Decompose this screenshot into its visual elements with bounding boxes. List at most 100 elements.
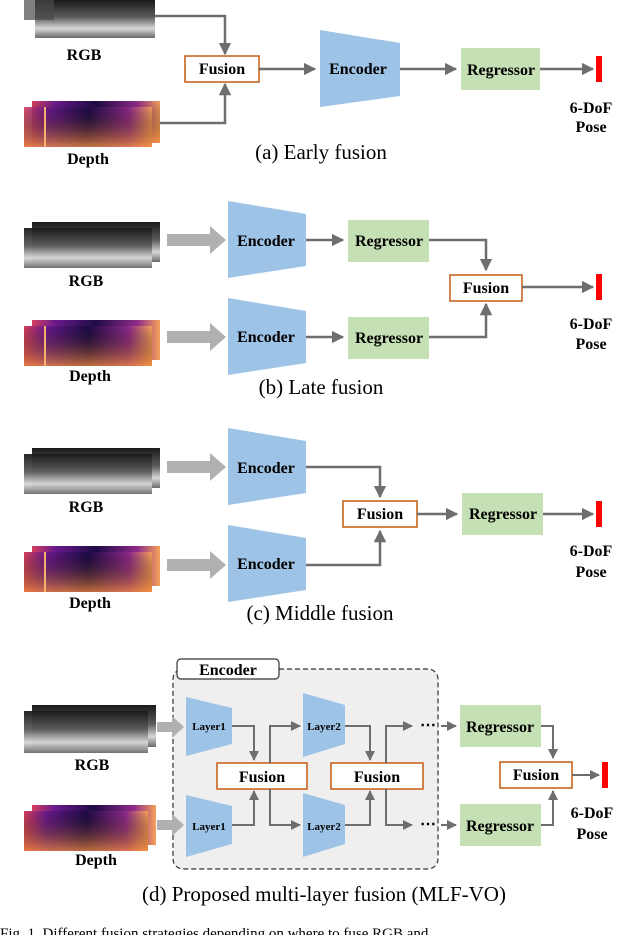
regressor-block xyxy=(461,48,540,90)
arrow xyxy=(385,789,413,830)
arrow xyxy=(232,725,259,761)
arrow xyxy=(269,721,301,763)
arrow xyxy=(429,302,493,339)
pose-label-line1: 6-DoF xyxy=(571,805,614,822)
pose-label-line2: Pose xyxy=(575,119,606,136)
depth-image-b xyxy=(24,320,160,366)
depth-label: Depth xyxy=(67,151,109,168)
panel-caption: (c) Middle fusion xyxy=(247,601,394,625)
continuation-dots: ⋯ xyxy=(420,717,436,734)
arrow xyxy=(160,82,232,125)
rgb-image-b xyxy=(24,222,160,268)
thick-arrow xyxy=(167,323,226,351)
regressor-label: Regressor xyxy=(466,719,534,736)
pose-label-line1: 6-DoF xyxy=(570,316,613,333)
regressor-block xyxy=(460,705,541,747)
thick-arrow xyxy=(167,551,226,579)
encoder-group-title: Encoder xyxy=(199,662,257,679)
encoder-block xyxy=(228,428,306,505)
pose-label-line2: Pose xyxy=(575,336,606,353)
arrow xyxy=(306,529,387,567)
arrow xyxy=(385,721,413,763)
fusion-block xyxy=(342,500,418,528)
panel-multi-layer-fusion: Encoder RGB Depth Layer1 Layer1 Fusion L… xyxy=(24,658,614,906)
encoder-block xyxy=(320,30,400,107)
panel-caption: (b) Late fusion xyxy=(259,375,384,399)
panel-middle-fusion: RGB Depth Encoder Encoder Fusion Regress… xyxy=(24,428,613,625)
arrow xyxy=(306,465,387,499)
pose-label-line2: Pose xyxy=(575,564,606,581)
encoder-block xyxy=(228,201,306,278)
regressor-label: Regressor xyxy=(469,506,537,523)
depth-image-c xyxy=(24,546,160,592)
regressor-label: Regressor xyxy=(355,330,423,347)
arrow xyxy=(541,725,558,759)
depth-label: Depth xyxy=(75,852,117,869)
regressor-label: Regressor xyxy=(355,233,423,250)
depth-label: Depth xyxy=(69,368,111,385)
thick-arrow xyxy=(157,716,184,738)
fusion-label: Fusion xyxy=(199,61,245,78)
layer1-label: Layer1 xyxy=(192,721,226,733)
layer1-label: Layer1 xyxy=(192,821,226,833)
pose-output-bar xyxy=(602,762,608,788)
rgb-image-c xyxy=(24,448,160,494)
layer2-label: Layer2 xyxy=(307,721,341,733)
encoder-label: Encoder xyxy=(237,556,295,573)
thick-arrow xyxy=(157,814,184,836)
continuation-dots: ⋯ xyxy=(420,816,436,833)
arrow xyxy=(232,790,259,826)
arrow xyxy=(429,238,493,272)
panel-caption: (a) Early fusion xyxy=(255,140,387,164)
thick-arrow xyxy=(167,453,226,481)
fusion-label: Fusion xyxy=(463,280,509,297)
regressor-label: Regressor xyxy=(467,62,535,79)
depth-image-a xyxy=(24,101,160,147)
arrow xyxy=(345,725,375,761)
regressor-block xyxy=(460,804,541,846)
panel-late-fusion: RGB Depth Encoder Encoder Regressor Regr… xyxy=(24,201,613,399)
fusion-label: Fusion xyxy=(513,767,559,784)
encoder-block xyxy=(228,525,306,602)
layer2-block xyxy=(303,793,345,857)
thick-arrow xyxy=(167,226,226,254)
panel-early-fusion: RGB Depth Fusion Encoder Regressor 6-DoF… xyxy=(24,0,613,168)
pose-label-line1: 6-DoF xyxy=(570,543,613,560)
rgb-image-a xyxy=(24,0,155,38)
arrow xyxy=(541,790,558,826)
pose-output-bar xyxy=(596,56,602,82)
fusion-label: Fusion xyxy=(239,769,285,786)
layer2-block xyxy=(303,693,345,757)
rgb-image-d xyxy=(24,705,156,753)
rgb-label: RGB xyxy=(67,47,102,64)
rgb-label: RGB xyxy=(69,499,104,516)
pose-label-line2: Pose xyxy=(576,826,607,843)
encoder-block xyxy=(228,298,306,375)
encoder-label: Encoder xyxy=(237,460,295,477)
layer2-label: Layer2 xyxy=(307,821,341,833)
pose-output-bar xyxy=(596,501,602,527)
depth-image-d xyxy=(24,805,156,851)
fusion-block xyxy=(449,274,523,302)
regressor-block xyxy=(348,220,429,262)
arrow xyxy=(155,14,232,56)
regressor-block xyxy=(348,317,429,359)
rgb-label: RGB xyxy=(69,273,104,290)
pose-output-bar xyxy=(596,274,602,300)
fusion-block xyxy=(499,761,573,789)
arrow xyxy=(345,790,375,826)
encoder-group-title-box xyxy=(176,658,280,680)
figure-caption: Fig. 1. Different fusion strategies depe… xyxy=(0,926,429,935)
fusion-label: Fusion xyxy=(354,769,400,786)
fusion-block xyxy=(330,762,424,790)
fusion-block xyxy=(216,762,308,790)
pose-label-line1: 6-DoF xyxy=(570,100,613,117)
encoder-label: Encoder xyxy=(237,329,295,346)
encoder-label: Encoder xyxy=(329,61,387,78)
regressor-label: Regressor xyxy=(466,818,534,835)
rgb-label: RGB xyxy=(75,757,110,774)
fusion-label: Fusion xyxy=(357,506,403,523)
layer1-block xyxy=(186,697,232,756)
regressor-block xyxy=(462,493,543,535)
